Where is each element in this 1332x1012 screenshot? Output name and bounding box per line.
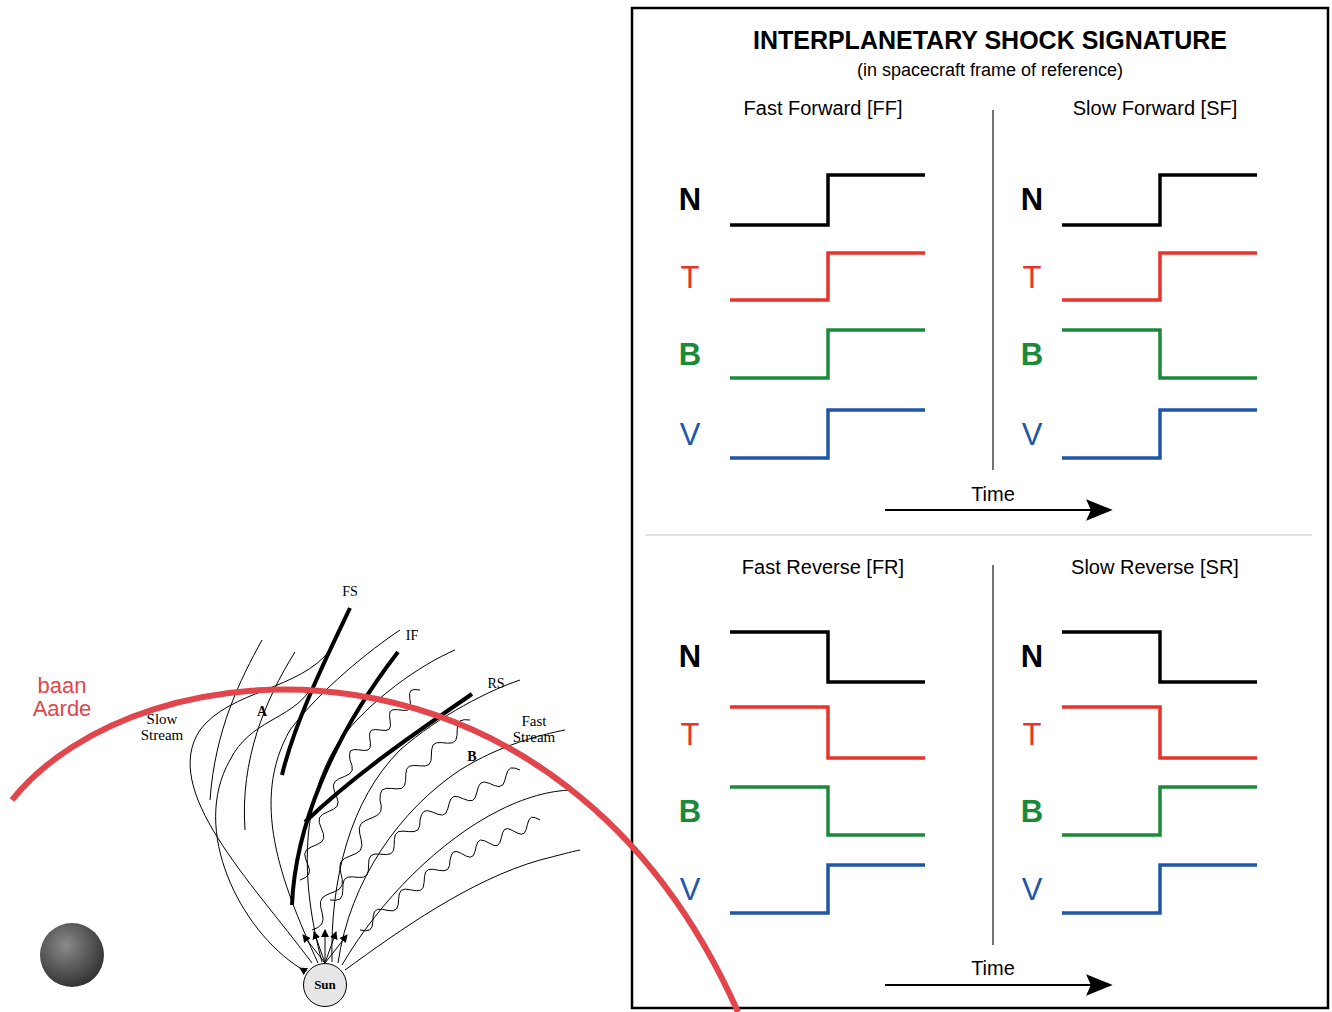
signal-name: N xyxy=(1021,184,1043,217)
region-label: Slow Stream xyxy=(133,712,191,744)
sun-rays xyxy=(303,930,347,963)
divider xyxy=(992,110,994,470)
panel-heading: Slow Forward [SF] xyxy=(1073,98,1237,119)
earth-orbit xyxy=(12,690,738,1012)
signal-name: N xyxy=(679,184,701,217)
signal-name: B xyxy=(1021,339,1043,372)
signal-name: N xyxy=(679,641,701,674)
wave-line xyxy=(330,768,520,900)
earth-sphere xyxy=(40,923,104,987)
wave-line xyxy=(312,720,470,930)
panel-heading: Fast Forward [FF] xyxy=(744,98,903,119)
callout-label: A xyxy=(257,705,267,720)
panel-heading: Slow Reverse [SR] xyxy=(1071,557,1239,578)
signal-name: N xyxy=(1021,641,1043,674)
callout-label: FS xyxy=(342,585,358,600)
wave-line xyxy=(360,817,540,931)
signal-name: T xyxy=(681,719,700,752)
signal-name: T xyxy=(1023,262,1042,295)
signal-name: V xyxy=(1022,419,1043,452)
node-text: Sun xyxy=(314,977,336,993)
divider xyxy=(992,565,994,945)
sun-circle: Sun xyxy=(303,963,347,1007)
signal-name: B xyxy=(679,339,701,372)
wave-lines xyxy=(300,690,540,931)
region-label: Fast Stream xyxy=(505,714,563,746)
signal-name: B xyxy=(1021,796,1043,829)
callout-label: B xyxy=(467,750,476,765)
signal-name: B xyxy=(679,796,701,829)
separator xyxy=(645,534,1312,536)
region-label: baan Aarde xyxy=(20,674,104,720)
field-lines xyxy=(190,630,580,970)
signal-name: V xyxy=(680,874,701,907)
callout-label: IF xyxy=(406,629,418,644)
shock-fronts xyxy=(282,608,472,905)
callout-label: RS xyxy=(487,677,504,692)
axis-label: Time xyxy=(971,958,1015,979)
signal-name: T xyxy=(1023,719,1042,752)
panel-title: INTERPLANETARY SHOCK SIGNATURE xyxy=(753,27,1227,53)
step-traces xyxy=(730,175,1257,913)
signal-name: V xyxy=(1022,874,1043,907)
axis-label: Time xyxy=(971,484,1015,505)
wave-line xyxy=(300,690,420,881)
panel-frame xyxy=(632,8,1328,1008)
subtitle: (in spacecraft frame of reference) xyxy=(857,61,1123,80)
signal-name: T xyxy=(681,262,700,295)
signal-name: V xyxy=(680,419,701,452)
panel-heading: Fast Reverse [FR] xyxy=(742,557,904,578)
